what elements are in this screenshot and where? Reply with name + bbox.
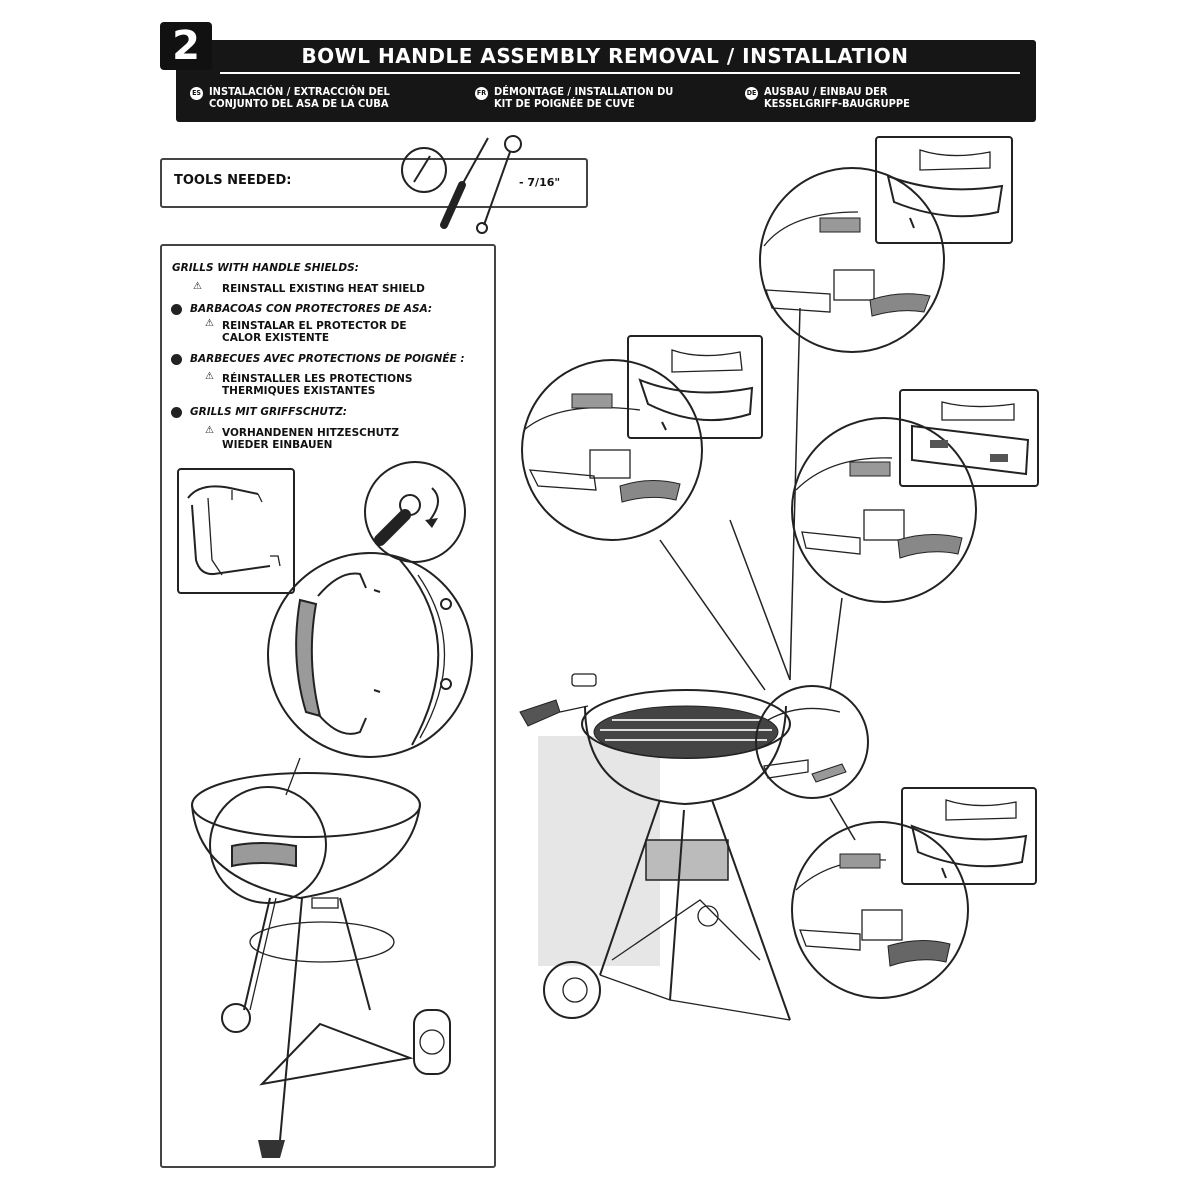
note-fr-item-1: RÉINSTALLER LES PROTECTIONS [222, 373, 413, 385]
note-en-heading: GRILLS WITH HANDLE SHIELDS: [172, 262, 359, 274]
lang-es-line1: INSTALACIÓN / EXTRACCIÓN DEL [209, 85, 390, 98]
lang-fr-dot-icon [171, 354, 182, 365]
inset-box-d [901, 787, 1037, 885]
lang-de-line2: KESSELGRIFF-BAUGRUPPE [764, 97, 910, 110]
note-de-heading: GRILLS MIT GRIFFSCHUTZ: [190, 406, 347, 418]
note-fr-item-2: THERMIQUES EXISTANTES [222, 385, 376, 397]
tools-illustration [401, 135, 522, 234]
note-en-item: REINSTALL EXISTING HEAT SHIELD [222, 283, 425, 295]
warning-icon: ⚠ [205, 425, 214, 436]
note-de-item-1: VORHANDENEN HITZESCHUTZ [222, 427, 399, 439]
detail-circle-b [759, 167, 945, 353]
lang-fr-line1: DÉMONTAGE / INSTALLATION DU [494, 85, 674, 98]
step-number: 2 [160, 22, 212, 70]
wrench-icon [476, 135, 522, 234]
warning-icon: ⚠ [205, 371, 214, 382]
lang-de-dot-icon [171, 407, 182, 418]
lang-es-dot-icon [171, 304, 182, 315]
note-de-item-2: WIEDER EINBAUEN [222, 439, 333, 451]
detail-circle-a [521, 359, 703, 541]
tools-needed-box [160, 158, 588, 208]
lang-es-line2: CONJUNTO DEL ASA DE LA CUBA [209, 97, 389, 110]
lang-title-de: DE AUSBAU / EINBAU DER KESSELGRIFF-BAUGR… [745, 86, 910, 110]
lang-de-icon: DE [745, 87, 758, 100]
lang-de-line1: AUSBAU / EINBAU DER [764, 85, 888, 98]
header-divider [220, 72, 1020, 74]
hub-detail-circle [755, 685, 869, 799]
note-es-heading: BARBACOAS CON PROTECTORES DE ASA: [190, 303, 433, 315]
kettle-grill-left [191, 757, 451, 1158]
note-es-item-2: CALOR EXISTENTE [222, 332, 330, 344]
lang-fr-icon: FR [475, 87, 488, 100]
lang-title-es: ES INSTALACIÓN / EXTRACCIÓN DEL CONJUNTO… [190, 86, 390, 110]
handle-detail-circle [267, 552, 473, 758]
kettle-grill-main [519, 673, 791, 1021]
note-es-item-1: REINSTALAR EL PROTECTOR DE [222, 320, 407, 332]
handle-shield-panel [160, 244, 496, 1168]
note-fr-heading: BARBECUES AVEC PROTECTIONS DE POIGNÉE : [190, 353, 465, 365]
page-title: BOWL HANDLE ASSEMBLY REMOVAL / INSTALLAT… [301, 44, 909, 68]
wrench-size: - 7/16" [519, 176, 561, 189]
tools-label: TOOLS NEEDED: [174, 173, 292, 188]
warning-icon: ⚠ [193, 281, 202, 292]
lang-fr-line2: KIT DE POIGNÉE DE CUVE [494, 97, 635, 110]
detail-circle-c [791, 417, 977, 603]
screwdriver-icon [440, 137, 489, 229]
rotate-arrow-icon [429, 487, 439, 521]
inset-box-b [875, 136, 1013, 244]
lang-es-icon: ES [190, 87, 203, 100]
wrench-detail-circle [364, 461, 466, 563]
inset-box-c [899, 389, 1039, 487]
header-bar [176, 40, 1036, 122]
detail-circle-d [791, 821, 969, 999]
connector-lines [659, 307, 856, 841]
heat-shield-inset [177, 468, 295, 594]
warning-icon: ⚠ [205, 318, 214, 329]
lang-title-fr: FR DÉMONTAGE / INSTALLATION DU KIT DE PO… [475, 86, 673, 110]
inset-box-a [627, 335, 763, 439]
